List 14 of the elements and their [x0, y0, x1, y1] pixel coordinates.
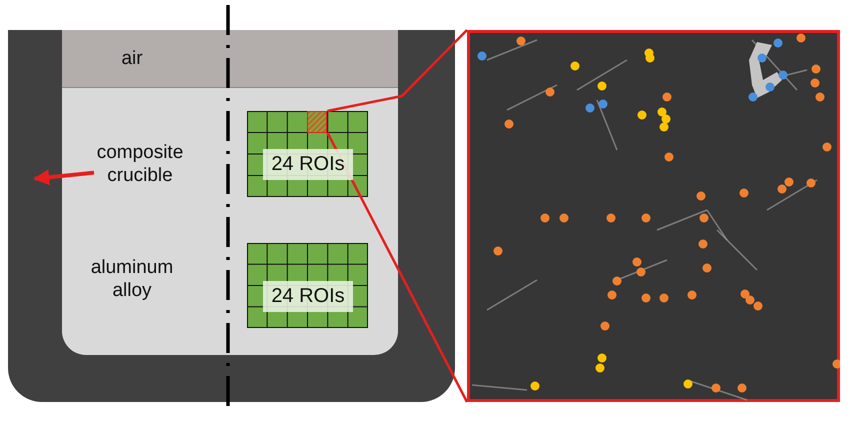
roi-square: [307, 111, 328, 132]
roi-grid: [247, 243, 368, 328]
layer-label: air: [120, 47, 144, 70]
crucible-label: composite crucible: [94, 141, 186, 189]
air-layer: [62, 30, 398, 87]
arrow: [33, 169, 94, 186]
micrograph-picture: [467, 30, 840, 402]
roi-grid: [247, 111, 368, 197]
roi-label: 24 ROIs: [263, 149, 353, 180]
region-label: aluminum alloy: [90, 256, 174, 302]
crucible-wall: [8, 30, 455, 402]
roi-label: 24 ROIs: [263, 281, 353, 312]
melt-region: [62, 87, 398, 355]
zoom-line: [326, 132, 468, 403]
